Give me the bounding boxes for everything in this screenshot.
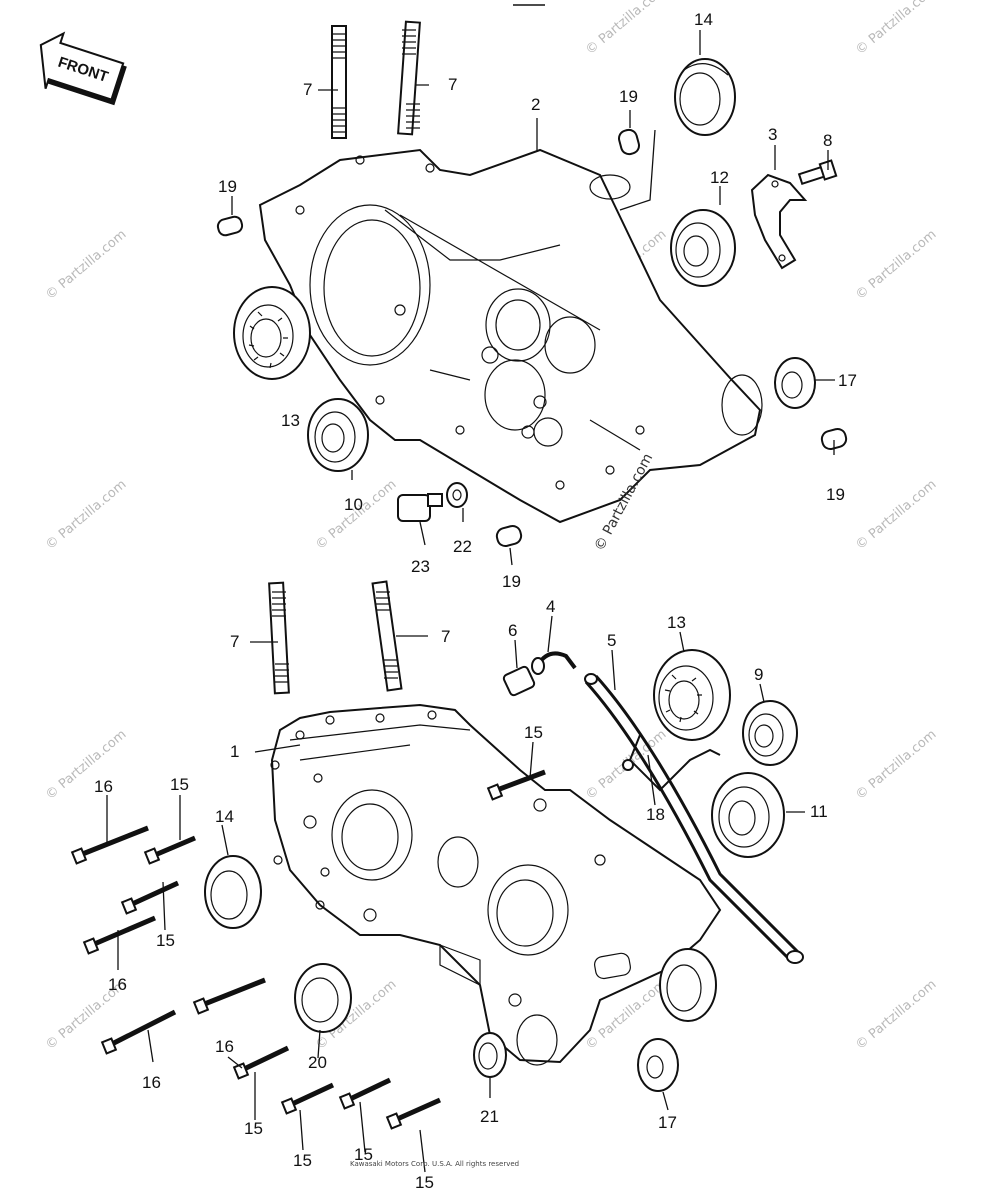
bolts-15-16: [70, 769, 546, 1130]
stud-7-left-lower: [268, 581, 290, 695]
watermark: © Partzilla.com: [43, 477, 129, 553]
callout-8: 8: [823, 131, 832, 150]
bearing-13: [233, 286, 311, 380]
clamp-18: [622, 734, 721, 792]
oil-seal-14-lower: [204, 855, 262, 929]
screw-8: [797, 159, 838, 186]
spacer-17: [637, 1038, 679, 1092]
bearing-11: [711, 772, 785, 858]
callout-9: 9: [754, 665, 763, 684]
callout-15: 15: [170, 775, 189, 794]
bearing-9: [742, 700, 798, 766]
callout-7: 7: [303, 80, 312, 99]
oil-seal-17-upper: [774, 357, 816, 409]
callout-5: 5: [607, 631, 616, 650]
callout-18: 18: [646, 805, 665, 824]
callout-3: 3: [768, 125, 777, 144]
watermark: © Partzilla.com: [853, 727, 939, 803]
callout-7: 7: [230, 632, 239, 651]
callout-22: 22: [453, 537, 472, 556]
hose-5: [584, 673, 804, 964]
callout-10: 10: [344, 495, 363, 514]
upper-crankcase-assembly: 14 2 19 3 8 7 7 19 12 13 17 10 19 22 23 …: [216, 10, 857, 591]
callout-15: 15: [293, 1151, 312, 1170]
oil-seal-21: [473, 1032, 507, 1078]
callout-19: 19: [619, 87, 638, 106]
fitting-6: [502, 665, 536, 697]
bearing-10: [307, 398, 369, 472]
stud-7-right-lower: [371, 580, 403, 692]
watermark: © Partzilla.com: [43, 227, 129, 303]
callout-4: 4: [546, 597, 555, 616]
stud-7-left: [331, 25, 347, 139]
callout-21: 21: [480, 1107, 499, 1126]
dowel-pin-19: [820, 427, 848, 451]
washer-22: [446, 482, 468, 508]
callout-16: 16: [94, 777, 113, 796]
callout-19: 19: [218, 177, 237, 196]
oil-seal-14-upper: [674, 58, 736, 136]
callout-1: 1: [230, 742, 239, 761]
watermark: © Partzilla.com: [853, 977, 939, 1053]
callout-19: 19: [826, 485, 845, 504]
plate-3: [750, 173, 808, 270]
callout-16: 16: [142, 1073, 161, 1092]
callout-15: 15: [415, 1173, 434, 1192]
front-arrow-icon: FRONT: [39, 31, 127, 106]
dowel-pin-19: [495, 524, 523, 548]
callout-17: 17: [838, 371, 857, 390]
watermark: © Partzilla.com: [853, 0, 939, 58]
watermark: © Partzilla.com: [313, 477, 399, 553]
crankcase-half-2: [258, 148, 763, 524]
callout-20: 20: [308, 1053, 327, 1072]
dowel-pin-19: [617, 128, 641, 156]
bearing-12: [670, 209, 736, 287]
callout-15: 15: [156, 931, 175, 950]
stud-7-right: [397, 20, 421, 136]
copyright-text: Kawasaki Motors Corp. U.S.A. All rights …: [350, 1160, 519, 1168]
crankcase-half-1: [270, 703, 722, 1066]
callout-2: 2: [531, 95, 540, 114]
callout-17: 17: [658, 1113, 677, 1132]
watermark: © Partzilla.com: [853, 227, 939, 303]
callout-7: 7: [441, 627, 450, 646]
callout-19: 19: [502, 572, 521, 591]
callout-6: 6: [508, 621, 517, 640]
callout-16: 16: [215, 1037, 234, 1056]
elbow-4: [531, 651, 577, 675]
bearing-13-lower: [653, 649, 731, 741]
callout-11: 11: [810, 802, 828, 821]
callout-23: 23: [411, 557, 430, 576]
callout-7: 7: [448, 75, 457, 94]
drain-bolt-23: [397, 493, 443, 522]
callout-13: 13: [281, 411, 300, 430]
callout-14: 14: [694, 10, 713, 29]
dowel-pin-19: [216, 215, 244, 237]
watermark: © Partzilla.com: [583, 0, 669, 58]
watermark: © Partzilla.com: [853, 477, 939, 553]
lower-crankcase-assembly: 7 7 6 4 5 13 9 1 15 16 15 14 18 11 15 16…: [70, 580, 828, 1192]
callout-14: 14: [215, 807, 234, 826]
watermark: © Partzilla.com: [43, 727, 129, 803]
callout-13: 13: [667, 613, 686, 632]
callout-15: 15: [524, 723, 543, 742]
oil-seal-20: [294, 963, 352, 1033]
callout-16: 16: [108, 975, 127, 994]
callout-15: 15: [354, 1145, 373, 1164]
callout-12: 12: [710, 168, 729, 187]
oil-seal-17-lower: [659, 948, 717, 1022]
callout-15: 15: [244, 1119, 263, 1138]
